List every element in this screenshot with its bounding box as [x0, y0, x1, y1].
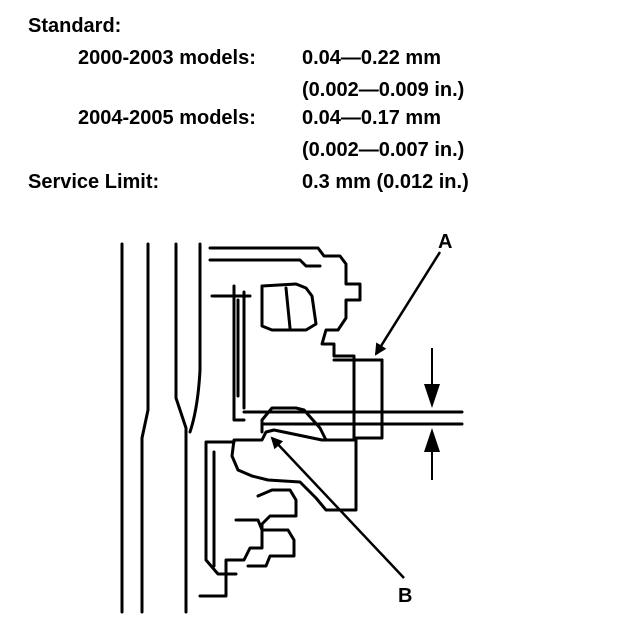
model-label-2000-2003: 2000-2003 models: — [78, 47, 256, 69]
lower-flange — [234, 518, 296, 568]
upper-block-divider — [284, 286, 292, 330]
service-limit-label: Service Limit: — [28, 171, 160, 193]
specification-block: Standard: 2000-2003 models: 0.04—0.22 mm… — [0, 0, 624, 200]
upper-web — [232, 284, 246, 422]
upper-block — [260, 282, 318, 332]
upper-part-outline — [208, 246, 362, 442]
lower-housing-outline — [204, 440, 238, 576]
standard-label: Standard: — [28, 15, 122, 37]
lower-step — [198, 488, 298, 598]
metric-value-2000-2003: 0.04—0.22 mm — [302, 47, 441, 69]
shaft-inner-edge — [140, 242, 150, 614]
upper-inner-rib — [208, 258, 322, 268]
callout-a-label: A — [438, 231, 452, 253]
part-b-body — [230, 428, 358, 512]
part-a-body — [352, 358, 384, 440]
clearance-arrow-up-icon — [424, 428, 440, 452]
imperial-value-2004-2005: (0.002—0.007 in.) — [302, 139, 465, 161]
callout-b-label: B — [398, 585, 412, 607]
clearance-dimension — [424, 348, 440, 480]
metric-value-2004-2005: 0.04—0.17 mm — [302, 107, 441, 129]
housing-edge — [174, 242, 188, 614]
clearance-arrow-down-icon — [424, 384, 440, 408]
service-limit-value: 0.3 mm (0.012 in.) — [302, 171, 469, 193]
model-label-2004-2005: 2004-2005 models: — [78, 107, 256, 129]
callout-b-leader — [270, 436, 405, 579]
callout-a-leader — [374, 251, 442, 356]
housing-step — [188, 242, 202, 434]
imperial-value-2000-2003: (0.002—0.009 in.) — [302, 79, 465, 101]
